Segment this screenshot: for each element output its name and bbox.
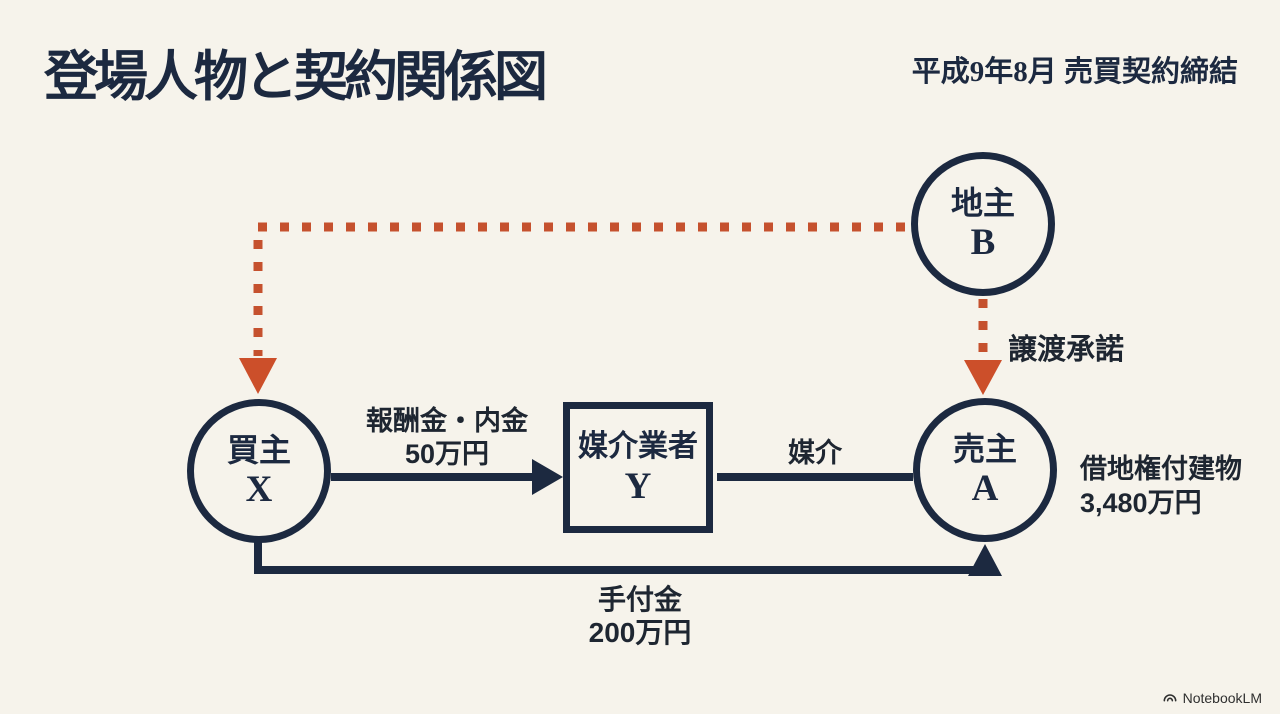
page-title: 登場人物と契約関係図 xyxy=(44,47,548,107)
buyer-to-seller-label: 手付金 200万円 xyxy=(540,583,740,649)
landlord-to-seller-arrowhead-icon xyxy=(964,360,1002,395)
seller-property-note: 借地権付建物 3,480万円 xyxy=(1080,452,1242,520)
buyer-to-broker-label: 報酬金・内金 50万円 xyxy=(337,405,557,471)
landlord-to-buyer-arrowhead-icon xyxy=(239,358,277,394)
seller-id: A xyxy=(971,468,999,509)
notebooklm-logo-text: NotebookLM xyxy=(1182,690,1262,706)
node-buyer-x: 買主 X xyxy=(187,399,331,543)
landlord-to-buyer-dotted-line xyxy=(253,222,905,356)
buyer-to-broker-label-line2: 50万円 xyxy=(404,439,490,469)
notebooklm-logo-icon xyxy=(1163,694,1177,702)
seller-name: 売主 xyxy=(952,431,1017,467)
landlord-id: B xyxy=(970,222,996,263)
node-seller-a: 売主 A xyxy=(913,398,1057,542)
broker-to-seller-label: 媒介 xyxy=(788,438,842,468)
buyer-to-broker-label-line1: 報酬金・内金 xyxy=(366,406,528,436)
contract-date-note: 平成9年8月 売買契約締結 xyxy=(911,56,1238,88)
buyer-to-seller-label-line2: 200万円 xyxy=(588,617,692,648)
buyer-name: 買主 xyxy=(226,432,291,468)
buyer-to-seller-arrowhead-icon xyxy=(968,544,1002,576)
seller-property-line2: 3,480万円 xyxy=(1080,488,1202,518)
buyer-id: X xyxy=(245,469,273,510)
broker-name: 媒介業者 xyxy=(578,429,698,463)
node-broker-y: 媒介業者 Y xyxy=(563,402,713,533)
landlord-name: 地主 xyxy=(950,185,1015,221)
transfer-consent-label: 譲渡承諾 xyxy=(1008,334,1125,366)
node-landlord-b: 地主 B xyxy=(911,152,1055,296)
notebooklm-watermark: NotebookLM xyxy=(1162,690,1262,706)
buyer-to-seller-line xyxy=(254,538,985,574)
broker-id: Y xyxy=(624,465,652,507)
seller-property-line1: 借地権付建物 xyxy=(1080,454,1242,484)
buyer-to-seller-label-line1: 手付金 xyxy=(597,584,682,615)
